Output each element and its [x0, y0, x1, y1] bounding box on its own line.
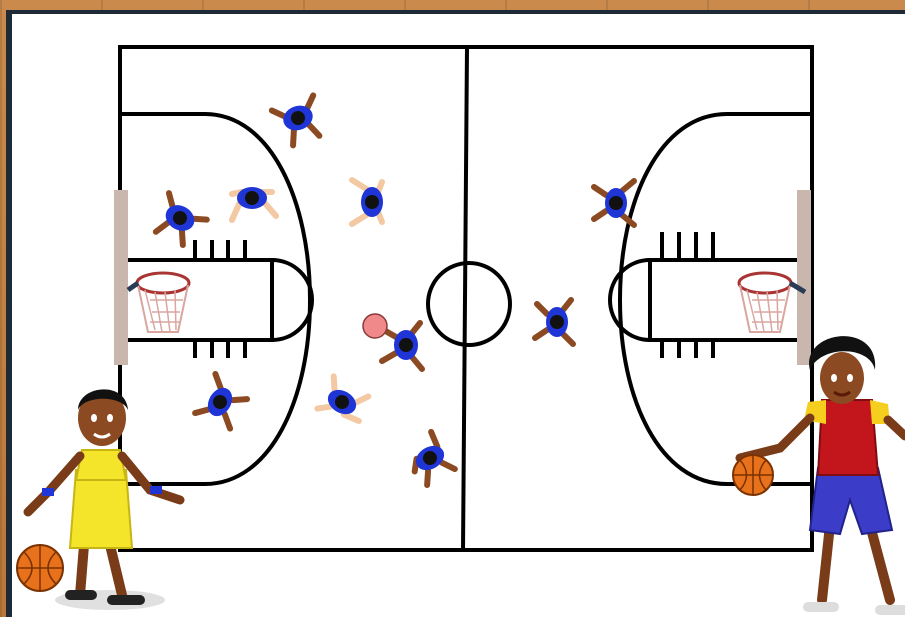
- player-9: [316, 376, 372, 429]
- cartoon-player-right: [733, 336, 905, 610]
- half-court-line: [463, 47, 467, 550]
- right-free-throw-arc: [610, 260, 650, 340]
- left-rim: [137, 273, 189, 293]
- player-10: [402, 431, 455, 487]
- center-circle: [428, 263, 510, 345]
- player-3: [232, 187, 276, 220]
- player-4: [352, 180, 383, 224]
- cartoon-player-left: [17, 389, 180, 610]
- basketball-court: [120, 47, 812, 550]
- player-1: [272, 95, 327, 148]
- left-backboard: [114, 190, 128, 365]
- left-three-point-line: [120, 114, 310, 484]
- player-7: [535, 300, 573, 344]
- right-rim: [739, 273, 791, 293]
- left-free-throw-arc: [272, 260, 312, 340]
- basketball-on-court: [363, 314, 387, 338]
- player-8: [193, 374, 250, 432]
- player-2: [149, 193, 209, 251]
- right-backboard: [797, 190, 811, 365]
- left-key: [120, 260, 272, 340]
- player-5: [594, 181, 634, 225]
- player-6: [382, 323, 422, 369]
